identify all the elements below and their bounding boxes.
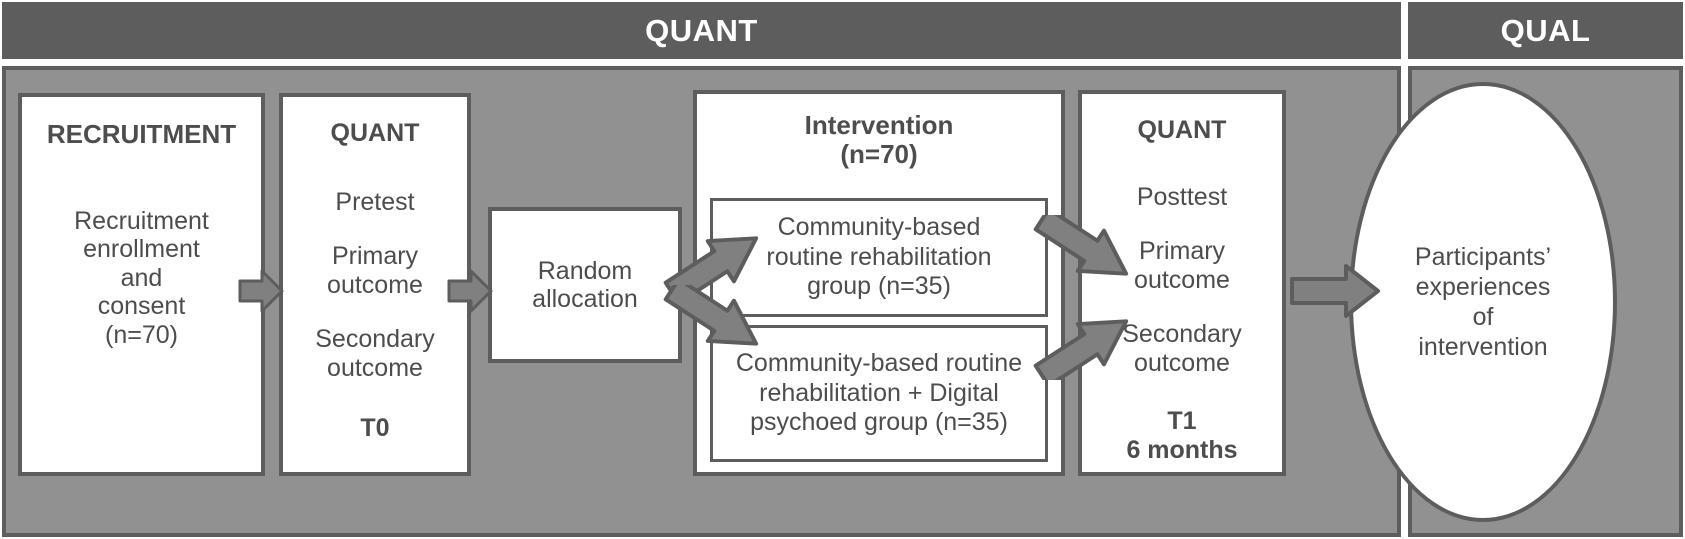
header-qual: QUAL	[1408, 2, 1683, 59]
random-line-1: Random	[537, 256, 633, 285]
posttest-secondary-2: outcome	[1134, 348, 1230, 377]
posttest-duration: 6 months	[1126, 435, 1238, 464]
box-quant-posttest: QUANT Posttest Primary outcome Secondary…	[1078, 90, 1286, 476]
qual-line-4: intervention	[1418, 333, 1548, 361]
group1-line-2: routine rehabilitation	[766, 242, 992, 271]
qual-line-3: of	[1472, 303, 1494, 331]
posttest-label: Posttest	[1136, 182, 1228, 211]
recruitment-line-5: (n=70)	[105, 320, 178, 349]
arrow-group1-to-posttest-icon	[1030, 215, 1140, 305]
recruitment-line-3: and	[120, 263, 163, 292]
arrow-pretest-to-random-icon	[447, 268, 493, 314]
group1-line-3: group (n=35)	[807, 272, 951, 301]
intervention-subtitle: (n=70)	[840, 138, 918, 169]
box-recruitment: RECRUITMENT Recruitment enrollment and c…	[18, 93, 265, 476]
box-random-allocation: Random allocation	[488, 207, 682, 363]
posttest-primary-2: outcome	[1134, 265, 1230, 294]
group2-line-1: Community-based routine	[735, 349, 1023, 378]
pretest-title: QUANT	[330, 119, 420, 147]
pretest-secondary-1: Secondary	[315, 325, 435, 353]
random-line-2: allocation	[532, 285, 638, 313]
intervention-title: Intervention	[804, 110, 954, 140]
header-qual-label: QUAL	[1500, 12, 1591, 48]
arrow-posttest-to-qualitative-icon	[1290, 262, 1380, 320]
header-quant-label: QUANT	[645, 12, 758, 48]
qual-line-1: Participants’	[1414, 243, 1552, 271]
arrow-random-to-group1-icon	[660, 207, 770, 297]
recruitment-line-2: enrollment	[83, 235, 200, 264]
ellipse-qualitative: Participants’ experiences of interventio…	[1349, 82, 1617, 522]
pretest-primary-1: Primary	[331, 242, 419, 270]
pretest-secondary-2: outcome	[327, 353, 423, 382]
recruitment-title: RECRUITMENT	[46, 119, 237, 149]
arrow-recruitment-to-pretest-icon	[238, 268, 284, 314]
posttest-secondary-1: Secondary	[1122, 320, 1242, 348]
group2-line-2: rehabilitation + Digital	[759, 378, 999, 407]
posttest-timepoint: T1	[1167, 407, 1197, 435]
box-intervention-group-1: Community-based routine rehabilitation g…	[710, 198, 1048, 317]
posttest-title: QUANT	[1137, 116, 1227, 144]
header-quant: QUANT	[2, 2, 1401, 59]
pretest-timepoint: T0	[360, 414, 390, 442]
group1-line-1: Community-based	[777, 213, 981, 242]
pretest-primary-2: outcome	[327, 270, 423, 299]
arrow-random-to-group2-icon	[660, 285, 770, 375]
recruitment-line-4: consent	[97, 292, 186, 321]
box-intervention-group-2: Community-based routine rehabilitation +…	[710, 325, 1048, 462]
box-quant-pretest: QUANT Pretest Primary outcome Secondary …	[279, 93, 471, 476]
posttest-primary-1: Primary	[1138, 237, 1226, 265]
arrow-group2-to-posttest-icon	[1030, 290, 1140, 380]
pretest-label: Pretest	[335, 187, 415, 216]
recruitment-line-1: Recruitment	[74, 206, 209, 235]
qual-line-2: experiences	[1415, 273, 1551, 301]
group2-line-3: psychoed group (n=35)	[750, 408, 1008, 437]
